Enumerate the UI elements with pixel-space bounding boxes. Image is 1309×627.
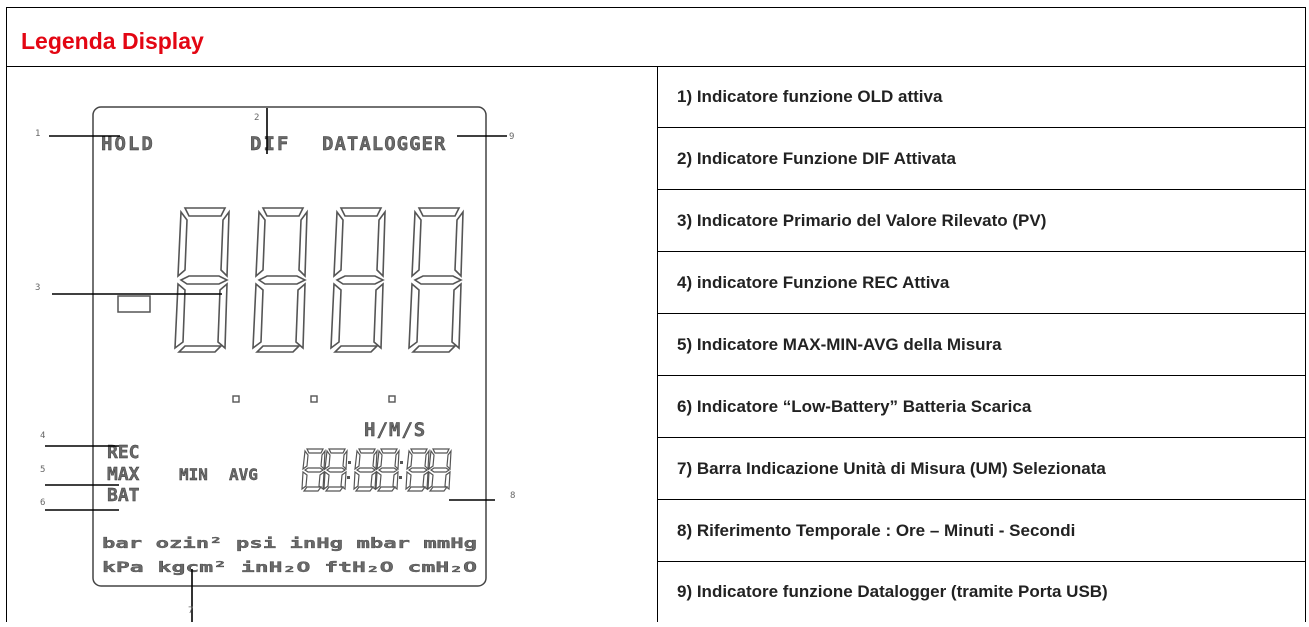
- legend-item: 6) Indicatore “Low-Battery” Batteria Sca…: [657, 376, 1305, 438]
- table-title: Legenda Display: [21, 28, 204, 54]
- min-label: MIN: [179, 465, 208, 484]
- callout-lines: [45, 108, 507, 622]
- max-label: MAX: [107, 464, 140, 485]
- main-digits: [174, 207, 464, 403]
- main-digit-2: [252, 207, 308, 353]
- legend-item-4: 4) indicatore Funzione REC Attiva: [677, 272, 950, 292]
- rec-label: REC: [107, 442, 140, 463]
- legend-item-6: 6) Indicatore “Low-Battery” Batteria Sca…: [677, 396, 1032, 416]
- time-digit-m2: [375, 448, 400, 492]
- legend-item-9: 9) Indicatore funzione Datalogger (trami…: [677, 582, 1108, 601]
- callout-number-9: 9: [509, 132, 514, 142]
- legend-item: 5) Indicatore MAX-MIN-AVG della Misura: [657, 314, 1305, 376]
- main-digit-4: [408, 207, 464, 353]
- time-digit-s1: [405, 448, 430, 492]
- legend-item: 3) Indicatore Primario del Valore Rileva…: [657, 190, 1305, 252]
- callout-number-8: 8: [510, 491, 515, 501]
- dif-label: DIF: [250, 133, 290, 155]
- legend-item: 2) Indicatore Funzione DIF Attivata: [657, 128, 1305, 190]
- time-digit-h1: [301, 448, 326, 492]
- time-colon-1b: [347, 476, 350, 479]
- hms-label: H/M/S: [364, 419, 426, 441]
- bat-label: BAT: [107, 485, 140, 506]
- callout-number-3: 3: [35, 283, 40, 293]
- callout-number-1: 1: [35, 129, 40, 139]
- callout-number-4: 4: [40, 431, 45, 441]
- time-colon-2a: [400, 461, 403, 464]
- legend-item: 7) Barra Indicazione Unità di Misura (UM…: [657, 438, 1305, 500]
- legend-item: 8) Riferimento Temporale : Ore – Minuti …: [657, 500, 1305, 562]
- datalogger-label: DATALOGGER: [322, 133, 446, 155]
- legend-item-7: 7) Barra Indicazione Unità di Misura (UM…: [677, 458, 1106, 478]
- time-digit-m1: [353, 448, 378, 492]
- legend-item-2: 2) Indicatore Funzione DIF Attivata: [677, 148, 956, 168]
- callout-number-7: 7: [188, 606, 193, 616]
- lcd-frame: [92, 106, 487, 587]
- time-colon-1a: [348, 461, 351, 464]
- main-digit-1: [174, 207, 230, 353]
- decimal-point-3: [388, 395, 396, 403]
- legend-list: 1) Indicatore funzione OLD attiva 2) Ind…: [657, 66, 1306, 622]
- callout-number-6: 6: [40, 498, 45, 508]
- rec-indicator-box: [117, 295, 151, 313]
- units-row-2: kPa kgcm² inH₂O ftH₂O cmH₂O: [102, 560, 477, 576]
- legend-item-5: 5) Indicatore MAX-MIN-AVG della Misura: [677, 334, 1002, 354]
- legend-item: 4) indicatore Funzione REC Attiva: [657, 252, 1305, 314]
- legend-item-3: 3) Indicatore Primario del Valore Rileva…: [677, 210, 1047, 230]
- lcd-display-diagram: HOLD DIF DATALOGGER H/M/S REC MAX MIN AV…: [35, 106, 515, 622]
- main-digit-3: [330, 207, 386, 353]
- time-digit-s2: [427, 448, 452, 492]
- title-row: Legenda Display: [6, 7, 1306, 67]
- display-diagram-cell: HOLD DIF DATALOGGER H/M/S REC MAX MIN AV…: [6, 66, 658, 622]
- hold-label: HOLD: [101, 133, 155, 155]
- time-digits: [301, 448, 452, 492]
- legend-item-1: 1) Indicatore funzione OLD attiva: [677, 86, 943, 106]
- avg-label: AVG: [229, 465, 258, 484]
- time-digit-h2: [323, 448, 348, 492]
- decimal-point-2: [310, 395, 318, 403]
- legend-item: 1) Indicatore funzione OLD attiva: [657, 66, 1305, 128]
- callout-number-5: 5: [40, 465, 45, 475]
- callout-number-2: 2: [254, 113, 259, 123]
- legend-item-8: 8) Riferimento Temporale : Ore – Minuti …: [677, 520, 1076, 540]
- decimal-point-1: [232, 395, 240, 403]
- time-colon-2b: [399, 476, 402, 479]
- legend-item: 9) Indicatore funzione Datalogger (trami…: [657, 562, 1305, 622]
- units-row-1: bar ozin² psi inHg mbar mmHg: [102, 536, 477, 552]
